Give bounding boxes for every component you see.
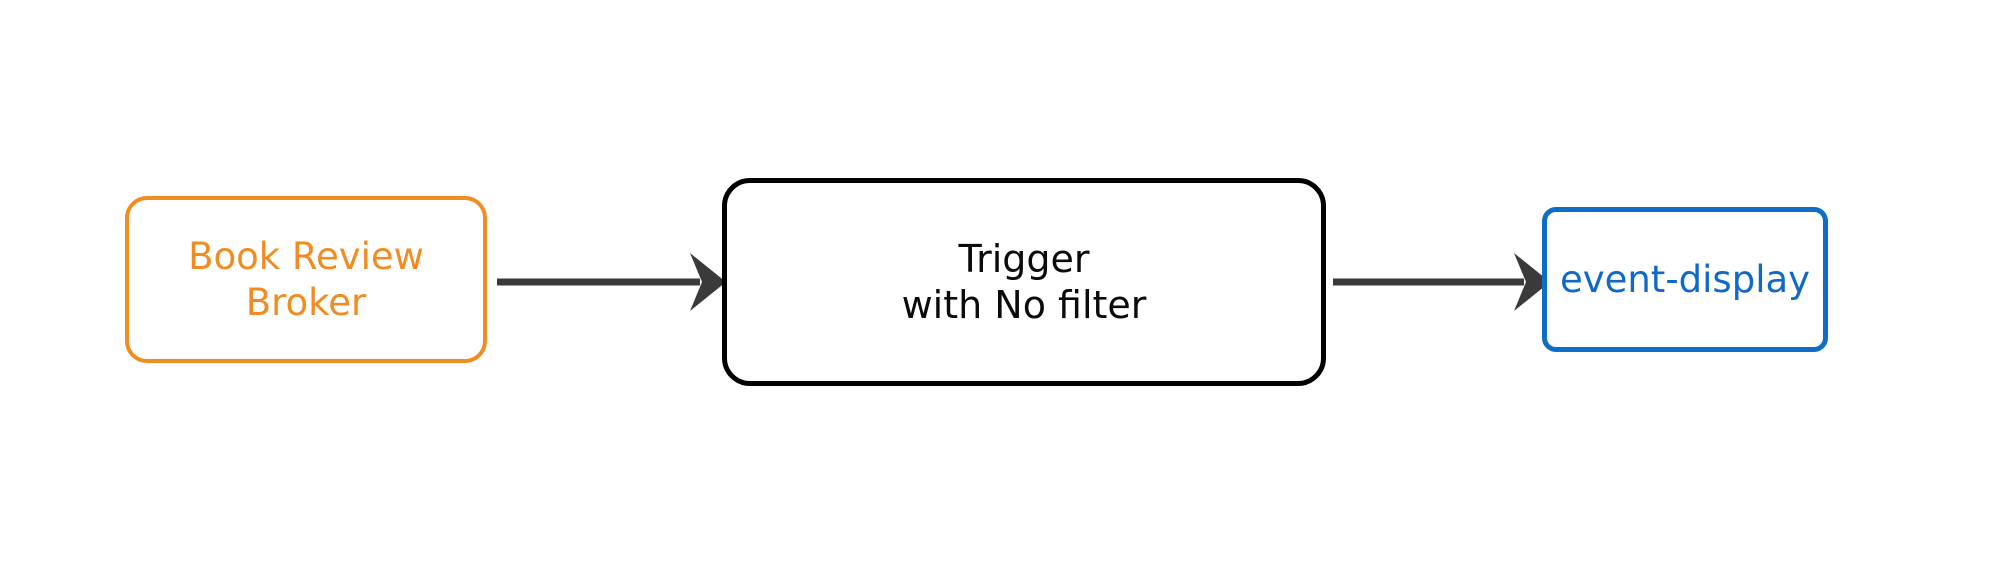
node-trigger-with-no-filter[interactable]: Trigger with No filter (722, 178, 1326, 386)
node-book-review-broker[interactable]: Book Review Broker (125, 196, 487, 363)
node-event-display[interactable]: event-display (1542, 207, 1828, 352)
node-event-display-label: event-display (1559, 257, 1811, 301)
node-trigger-with-no-filter-label: Trigger with No filter (901, 236, 1147, 327)
node-book-review-broker-label: Book Review Broker (188, 235, 424, 324)
arrowhead-icon (690, 253, 726, 311)
edge-trigger-to-sink (1333, 253, 1550, 311)
edge-broker-to-trigger (497, 253, 726, 311)
